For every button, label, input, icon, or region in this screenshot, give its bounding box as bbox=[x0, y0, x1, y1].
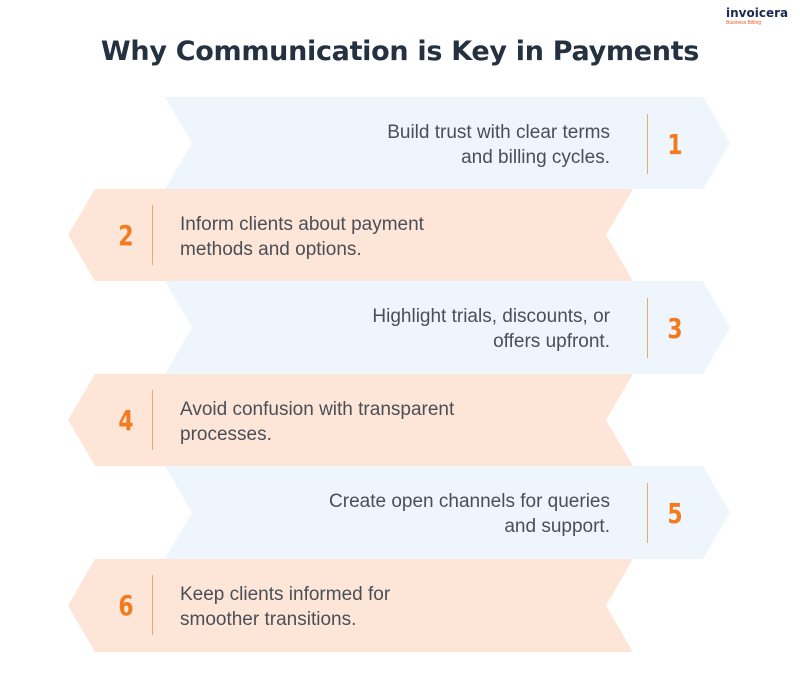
step-2-line-1: Inform clients about payment bbox=[180, 214, 424, 235]
step-6-line-1: Keep clients informed for bbox=[180, 584, 391, 605]
step-2-text: Inform clients about payment methods and… bbox=[180, 212, 580, 262]
step-3-line-1: Highlight trials, discounts, or bbox=[372, 306, 610, 327]
invoicera-logo: invoicera Business Billing bbox=[726, 6, 796, 28]
step-2-divider bbox=[152, 205, 153, 265]
arrow-band-6 bbox=[68, 559, 633, 652]
step-5-line-1: Create open channels for queries bbox=[329, 491, 610, 512]
arrow-band-4 bbox=[68, 374, 633, 466]
step-3-line-2: offers upfront. bbox=[493, 331, 610, 352]
step-1-line-1: Build trust with clear terms bbox=[387, 122, 610, 143]
step-5-divider bbox=[647, 483, 648, 543]
step-1-divider bbox=[647, 114, 648, 174]
step-5-line-2: and support. bbox=[504, 516, 610, 537]
step-6-text: Keep clients informed for smoother trans… bbox=[180, 582, 580, 632]
step-1-text: Build trust with clear terms and billing… bbox=[210, 120, 610, 170]
step-1-line-2: and billing cycles. bbox=[461, 147, 610, 168]
step-3-number: 3 bbox=[667, 312, 683, 345]
step-1-number: 1 bbox=[667, 128, 683, 161]
step-6-line-2: smoother transitions. bbox=[180, 609, 357, 630]
page-title: Why Communication is Key in Payments bbox=[100, 36, 700, 67]
step-2-line-2: methods and options. bbox=[180, 239, 362, 260]
step-6-number: 6 bbox=[118, 589, 134, 622]
step-4-number: 4 bbox=[118, 404, 134, 437]
logo-wordmark: invoicera bbox=[726, 6, 789, 20]
arrow-band-3 bbox=[165, 281, 730, 374]
arrow-band-2 bbox=[68, 189, 633, 281]
step-5-number: 5 bbox=[667, 497, 683, 530]
step-5-text: Create open channels for queries and sup… bbox=[210, 489, 610, 539]
arrow-band-1 bbox=[165, 97, 730, 189]
step-4-text: Avoid confusion with transparent process… bbox=[180, 397, 580, 447]
step-3-divider bbox=[647, 298, 648, 358]
step-4-divider bbox=[152, 390, 153, 450]
step-6-divider bbox=[152, 575, 153, 635]
logo-tagline: Business Billing bbox=[726, 20, 762, 26]
step-2-number: 2 bbox=[118, 219, 134, 252]
step-4-line-2: processes. bbox=[180, 424, 272, 445]
step-4-line-1: Avoid confusion with transparent bbox=[180, 399, 455, 420]
step-3-text: Highlight trials, discounts, or offers u… bbox=[210, 304, 610, 354]
arrow-band-5 bbox=[165, 466, 730, 559]
